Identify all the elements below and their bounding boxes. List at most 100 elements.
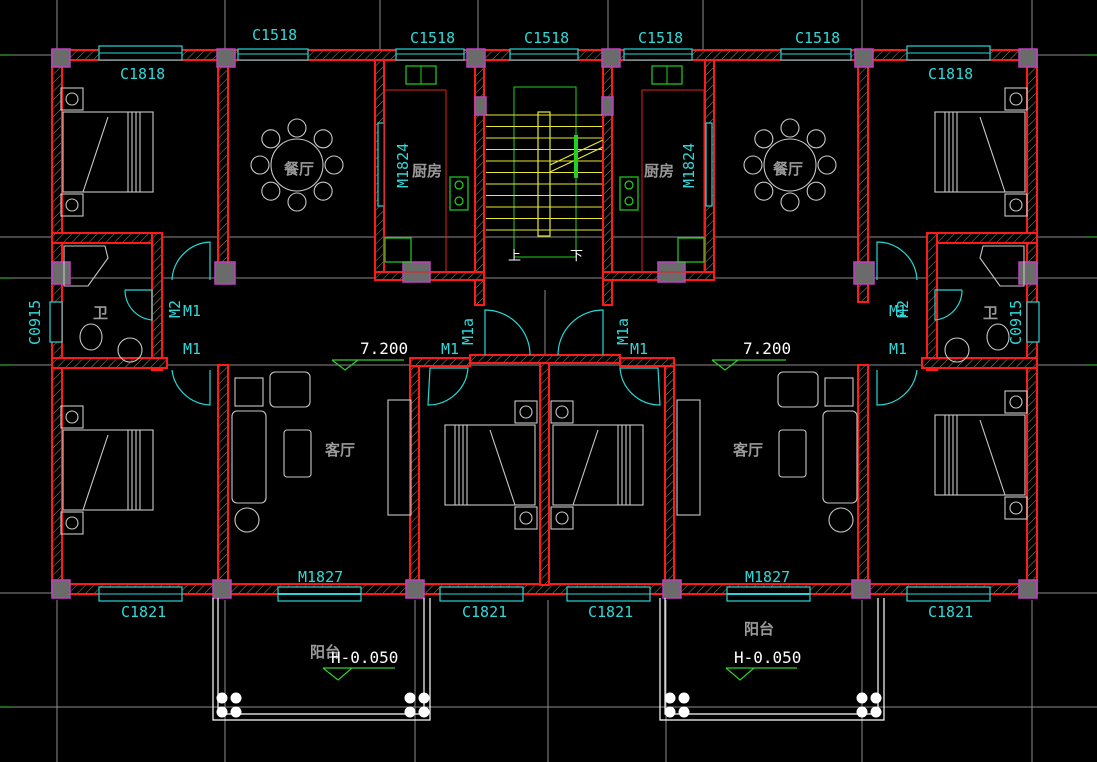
kitchen-counter <box>383 89 447 273</box>
label-elevation: 7.200 <box>360 339 408 358</box>
fridge-icon <box>384 237 412 263</box>
column <box>405 579 425 599</box>
wall-interior <box>152 233 162 370</box>
column <box>854 48 874 68</box>
lamp <box>519 511 533 525</box>
stair-handrail <box>537 111 551 237</box>
wall-interior <box>52 358 167 368</box>
bed-frame <box>934 414 1026 496</box>
label-window: C1821 <box>588 603 633 621</box>
wall-interior <box>51 357 168 369</box>
window-c0915 <box>1026 301 1040 343</box>
label-door: M1 <box>183 302 201 320</box>
label-door: M1827 <box>298 568 343 586</box>
door-swing-m1 <box>876 369 918 406</box>
nightstand <box>60 193 84 217</box>
label-door: M1824 <box>394 143 412 188</box>
dining-sets <box>250 118 837 212</box>
dining-chair <box>324 155 344 175</box>
bed-frame <box>62 111 154 193</box>
balconies <box>212 598 885 721</box>
bed-icon <box>550 400 644 530</box>
wall-interior <box>665 360 674 585</box>
lamp <box>1009 501 1023 515</box>
coffee-table-icon <box>283 429 312 478</box>
annotation-labels: 上 下 7.200 7.200 H-0.050 H-0.050 <box>331 249 801 667</box>
column <box>216 48 236 68</box>
room-labels: 餐厅 餐厅 厨房 厨房 卫 卫 客厅 客厅 阳台 阳台 <box>93 160 998 661</box>
dining-chair <box>754 129 774 149</box>
door-labels: M1824 M1824 M1827 M1827 M1 M1 M2 M1 M1a … <box>166 143 912 586</box>
label-room-living: 客厅 <box>324 441 355 459</box>
door-swing-m1 <box>427 367 469 406</box>
lamp <box>65 92 79 106</box>
washbasin-icon <box>944 337 970 363</box>
wall-interior <box>603 60 612 305</box>
balcony-post <box>678 706 690 718</box>
shower-tray-icon <box>63 245 109 287</box>
column <box>51 48 71 68</box>
sofa-icon <box>231 410 267 504</box>
stove-icon <box>449 176 469 211</box>
column <box>851 579 871 599</box>
door-m1824 <box>705 122 713 207</box>
lamp <box>1009 395 1023 409</box>
door-m1824 <box>377 122 385 207</box>
column <box>51 579 71 599</box>
label-door: M1 <box>889 340 907 358</box>
wall-interior <box>927 233 1037 243</box>
lamp <box>555 511 569 525</box>
door-swing-m1 <box>876 241 918 281</box>
nightstand <box>60 87 84 111</box>
column <box>466 48 486 68</box>
label-room-kitchen: 厨房 <box>644 162 674 180</box>
dining-chair <box>287 192 307 212</box>
label-room-living: 客厅 <box>732 441 763 459</box>
bed-fold <box>82 116 109 193</box>
balcony-posts <box>216 692 882 718</box>
wall-interior <box>927 233 937 370</box>
balcony-post <box>404 706 416 718</box>
balcony-post <box>216 692 228 704</box>
column <box>1018 579 1038 599</box>
stair-treads <box>486 114 602 231</box>
nightstand <box>1004 390 1028 414</box>
lamp <box>65 198 79 212</box>
label-room-bath: 卫 <box>93 304 108 322</box>
bed-frame <box>552 424 644 506</box>
columns <box>51 48 1038 599</box>
label-stair-up: 上 <box>508 249 521 264</box>
burner <box>624 180 634 190</box>
column <box>51 261 71 285</box>
label-door: M1824 <box>680 143 698 188</box>
door-swing-m1 <box>619 367 661 406</box>
dining-chair <box>754 181 774 201</box>
lamp-table-icon <box>824 377 854 407</box>
burner <box>454 180 464 190</box>
bed-fold <box>82 434 109 511</box>
nightstand <box>1004 496 1028 520</box>
dining-table-icon <box>250 118 344 212</box>
kitchen-counter <box>641 89 705 273</box>
armchair-icon <box>269 371 311 408</box>
label-elevation: 7.200 <box>743 339 791 358</box>
column <box>601 48 621 68</box>
label-window: C0915 <box>1007 300 1025 345</box>
tv-cabinet-icon <box>676 399 701 516</box>
nightstand <box>60 405 84 429</box>
balcony-post <box>216 706 228 718</box>
door-swings <box>124 241 963 406</box>
label-window: C1818 <box>928 65 973 83</box>
burner <box>624 196 634 206</box>
column <box>662 579 682 599</box>
dining-chair <box>250 155 270 175</box>
label-door: M1 <box>889 302 907 320</box>
coffee-table-icon <box>778 429 807 478</box>
balcony-post <box>230 706 242 718</box>
balcony-post <box>664 706 676 718</box>
bed-icon <box>934 390 1028 520</box>
wall-interior <box>410 358 470 366</box>
label-window: C1821 <box>928 603 973 621</box>
label-door: M2 <box>166 300 184 318</box>
